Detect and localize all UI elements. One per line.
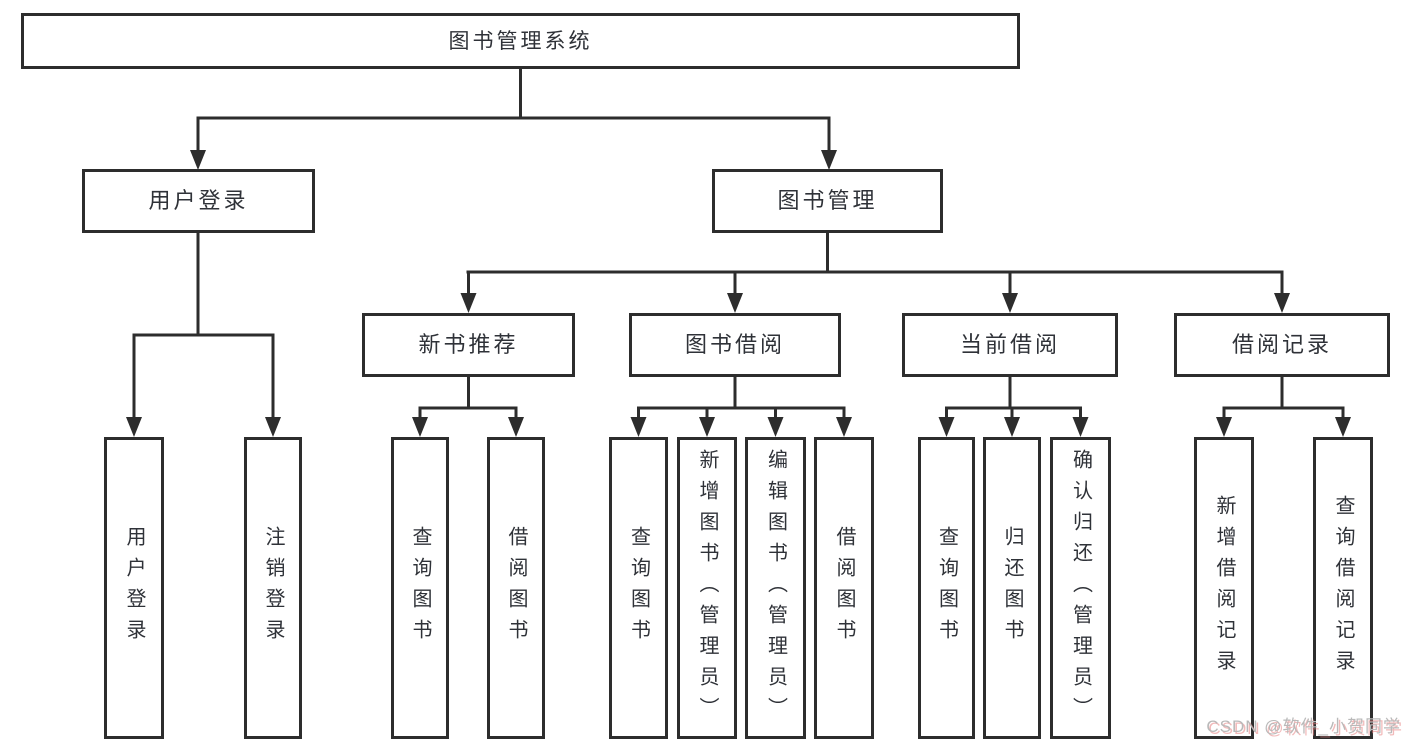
node-book-borrow: 图书借阅 xyxy=(629,313,841,377)
edge-user-login-leaves xyxy=(132,233,275,421)
arrow-book-mgmt xyxy=(821,150,837,170)
leaf-label: 新增借阅记录 xyxy=(1213,495,1235,681)
leaf-label: 借阅图书 xyxy=(505,526,527,650)
leaf-query-books-current: 查询图书 xyxy=(918,437,975,739)
node-root: 图书管理系统 xyxy=(21,13,1020,69)
leaf-label: 编辑图书（管理员） xyxy=(764,448,787,728)
arrow-leaf-add-record xyxy=(1216,417,1232,437)
edge-current-leaves xyxy=(945,377,1082,421)
arrow-user-login xyxy=(190,150,206,170)
leaf-label: 确认归还（管理员） xyxy=(1069,448,1092,728)
arrow-current-borrow xyxy=(1002,293,1018,313)
leaf-label: 查询图书 xyxy=(935,526,958,650)
arrow-leaf-query-1 xyxy=(412,417,428,437)
leaf-confirm-return-admin: 确认归还（管理员） xyxy=(1050,437,1111,739)
edge-lines xyxy=(132,69,1345,421)
leaf-label: 归还图书 xyxy=(1001,526,1023,650)
arrow-leaf-logout xyxy=(265,417,281,437)
node-book-management: 图书管理 xyxy=(712,169,943,233)
arrow-leaf-return xyxy=(1004,417,1020,437)
arrow-leaf-borrow-1 xyxy=(508,417,524,437)
leaf-logout: 注销登录 xyxy=(244,437,302,739)
leaf-label: 查询图书 xyxy=(409,526,431,650)
edge-book-mgmt-level3 xyxy=(466,233,1284,295)
arrow-leaf-add-book xyxy=(699,417,715,437)
arrow-borrow-records xyxy=(1274,293,1290,313)
leaf-return-books: 归还图书 xyxy=(983,437,1041,739)
leaf-add-borrow-record: 新增借阅记录 xyxy=(1194,437,1254,739)
node-current-borrow: 当前借阅 xyxy=(902,313,1118,377)
node-borrow-records: 借阅记录 xyxy=(1174,313,1390,377)
arrow-newbook xyxy=(460,293,477,313)
csdn-watermark: CSDN @软件_小贺同学 xyxy=(1206,717,1401,736)
arrowheads xyxy=(126,150,1351,437)
edge-newbook-leaves xyxy=(418,377,518,421)
arrow-leaf-confirm-return xyxy=(1072,417,1089,437)
edge-root-level2 xyxy=(196,69,831,152)
leaf-label: 注销登录 xyxy=(262,526,284,650)
edge-borrow-leaves xyxy=(637,377,846,421)
leaf-user-login: 用户登录 xyxy=(104,437,164,739)
arrow-leaf-user-login xyxy=(126,417,142,437)
leaf-label: 借阅图书 xyxy=(833,526,855,650)
node-user-login: 用户登录 xyxy=(82,169,315,233)
arrow-book-borrow xyxy=(727,293,743,313)
arrow-leaf-borrow-2 xyxy=(836,417,852,437)
arrow-leaf-edit-book xyxy=(767,417,784,437)
arrow-leaf-query-2 xyxy=(630,417,647,437)
arrow-leaf-query-3 xyxy=(938,417,955,437)
leaf-add-book-admin: 新增图书（管理员） xyxy=(677,437,737,739)
arrow-leaf-query-record xyxy=(1335,417,1351,437)
leaf-query-books-borrow: 查询图书 xyxy=(609,437,668,739)
node-new-book-recommend: 新书推荐 xyxy=(362,313,575,377)
leaf-borrow-books-recommend: 借阅图书 xyxy=(487,437,545,739)
leaf-query-borrow-record: 查询借阅记录 xyxy=(1313,437,1373,739)
leaf-edit-book-admin: 编辑图书（管理员） xyxy=(745,437,806,739)
leaf-query-books-recommend: 查询图书 xyxy=(391,437,449,739)
leaf-label: 用户登录 xyxy=(123,526,145,650)
leaf-borrow-books: 借阅图书 xyxy=(814,437,874,739)
edge-records-leaves xyxy=(1222,377,1345,421)
leaf-label: 查询借阅记录 xyxy=(1332,495,1354,681)
leaf-label: 查询图书 xyxy=(627,526,650,650)
leaf-label: 新增图书（管理员） xyxy=(696,448,718,728)
